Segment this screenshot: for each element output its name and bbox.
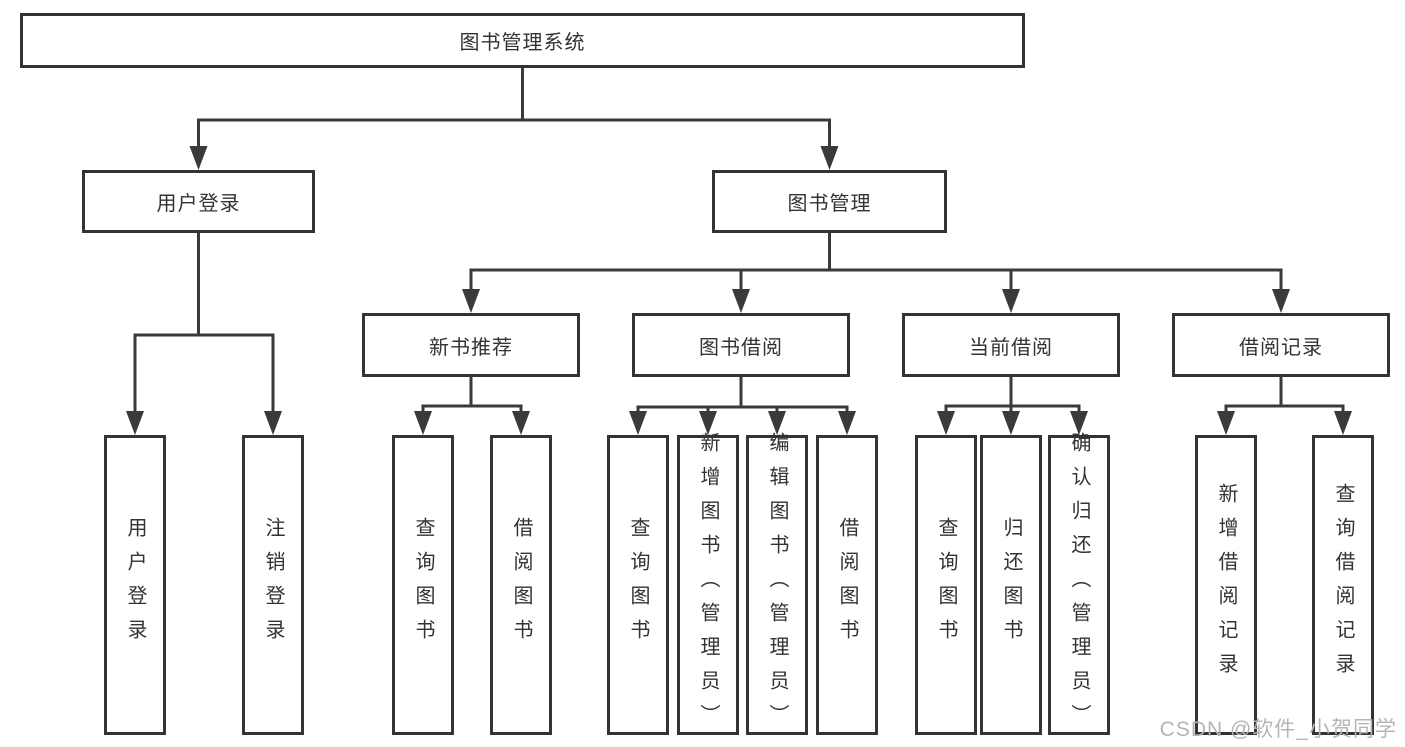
leaf-edit-book-admin-label: 编辑图书（管理员） [766, 432, 788, 738]
leaf-add-book-admin: 新增图书（管理员） [677, 432, 739, 738]
node-book-borrow: 图书借阅 [632, 313, 850, 377]
node-borrow-records: 借阅记录 [1172, 313, 1390, 377]
leaf-new-books-borrow-label: 借阅图书 [510, 517, 532, 653]
leaf-query-borrow-record-label: 查询借阅记录 [1332, 483, 1354, 687]
leaf-return-book: 归还图书 [980, 435, 1042, 735]
leaf-new-books-query-label: 查询图书 [412, 517, 434, 653]
leaf-add-borrow-record: 新增借阅记录 [1195, 435, 1257, 735]
leaf-confirm-return-admin-label: 确认归还（管理员） [1068, 432, 1090, 738]
node-book-borrow-label: 图书借阅 [699, 336, 783, 359]
leaf-return-book-label: 归还图书 [1000, 517, 1022, 653]
node-user-login: 用户登录 [82, 170, 315, 233]
leaf-edit-book-admin: 编辑图书（管理员） [746, 432, 808, 738]
leaf-add-borrow-record-label: 新增借阅记录 [1215, 483, 1237, 687]
leaf-logout-label: 注销登录 [262, 517, 284, 653]
leaf-new-books-query: 查询图书 [392, 435, 454, 735]
node-current-borrow: 当前借阅 [902, 313, 1120, 377]
leaf-logout: 注销登录 [242, 435, 304, 735]
leaf-confirm-return-admin: 确认归还（管理员） [1048, 432, 1110, 738]
leaf-borrow-book-label: 借阅图书 [836, 517, 858, 653]
leaf-borrow-query-label: 查询图书 [627, 517, 649, 653]
leaf-borrow-book: 借阅图书 [816, 435, 878, 735]
leaf-current-query-label: 查询图书 [935, 517, 957, 653]
node-root: 图书管理系统 [20, 13, 1025, 68]
leaf-user-login: 用户登录 [104, 435, 166, 735]
node-book-mgmt-label: 图书管理 [787, 193, 872, 215]
leaf-borrow-query: 查询图书 [607, 435, 669, 735]
leaf-current-query: 查询图书 [915, 435, 977, 735]
node-new-books: 新书推荐 [362, 313, 580, 377]
node-borrow-records-label: 借阅记录 [1239, 336, 1323, 359]
node-current-borrow-label: 当前借阅 [969, 336, 1053, 359]
node-user-login-label: 用户登录 [156, 193, 241, 215]
node-root-label: 图书管理系统 [459, 32, 586, 54]
node-new-books-label: 新书推荐 [429, 336, 513, 359]
leaf-query-borrow-record: 查询借阅记录 [1312, 435, 1374, 735]
node-book-mgmt: 图书管理 [712, 170, 947, 233]
leaf-add-book-admin-label: 新增图书（管理员） [697, 432, 719, 738]
leaf-new-books-borrow: 借阅图书 [490, 435, 552, 735]
leaf-user-login-label: 用户登录 [124, 517, 146, 653]
